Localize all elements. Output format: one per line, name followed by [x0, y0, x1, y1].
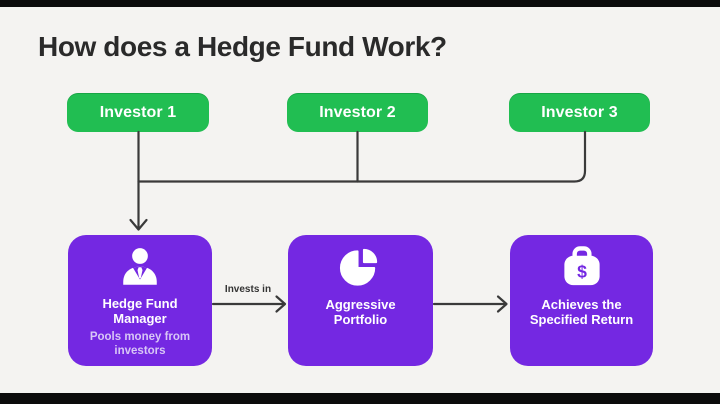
top-letterbox-bar — [0, 0, 720, 7]
specified-return-card: $ Achieves the Specified Return — [510, 235, 653, 366]
manager-person-icon — [123, 248, 157, 285]
pool-horizontal-line — [137, 130, 587, 183]
investor-3-label: Investor 3 — [541, 103, 618, 121]
page-title: How does a Hedge Fund Work? — [38, 31, 447, 62]
investor-2-box: Investor 2 — [287, 93, 428, 132]
right-arrowhead-icon — [496, 295, 508, 313]
bottom-letterbox-bar — [0, 393, 720, 404]
investor-2-label: Investor 2 — [319, 103, 396, 121]
card-title: Hedge Fund Manager — [102, 296, 178, 326]
invests-in-label: Invests in — [224, 284, 272, 295]
investor-3-box: Investor 3 — [509, 93, 650, 132]
hedge-fund-manager-card: Hedge Fund Manager Pools money from inve… — [68, 235, 212, 366]
investor-1-box: Investor 1 — [67, 93, 209, 132]
investor-1-label: Investor 1 — [99, 103, 177, 121]
card-title: Aggressive Portfolio — [325, 297, 396, 327]
right-arrowhead-icon — [275, 295, 287, 313]
card-subtitle: Pools money from investors — [89, 331, 191, 357]
aggressive-portfolio-card: Aggressive Portfolio — [288, 235, 433, 366]
dollar-sign: $ — [577, 261, 587, 281]
down-arrowhead-icon — [129, 218, 148, 231]
pie-chart-icon — [339, 248, 378, 286]
card-title: Achieves the Specified Return — [529, 297, 634, 327]
money-bag-icon: $ — [563, 246, 600, 286]
